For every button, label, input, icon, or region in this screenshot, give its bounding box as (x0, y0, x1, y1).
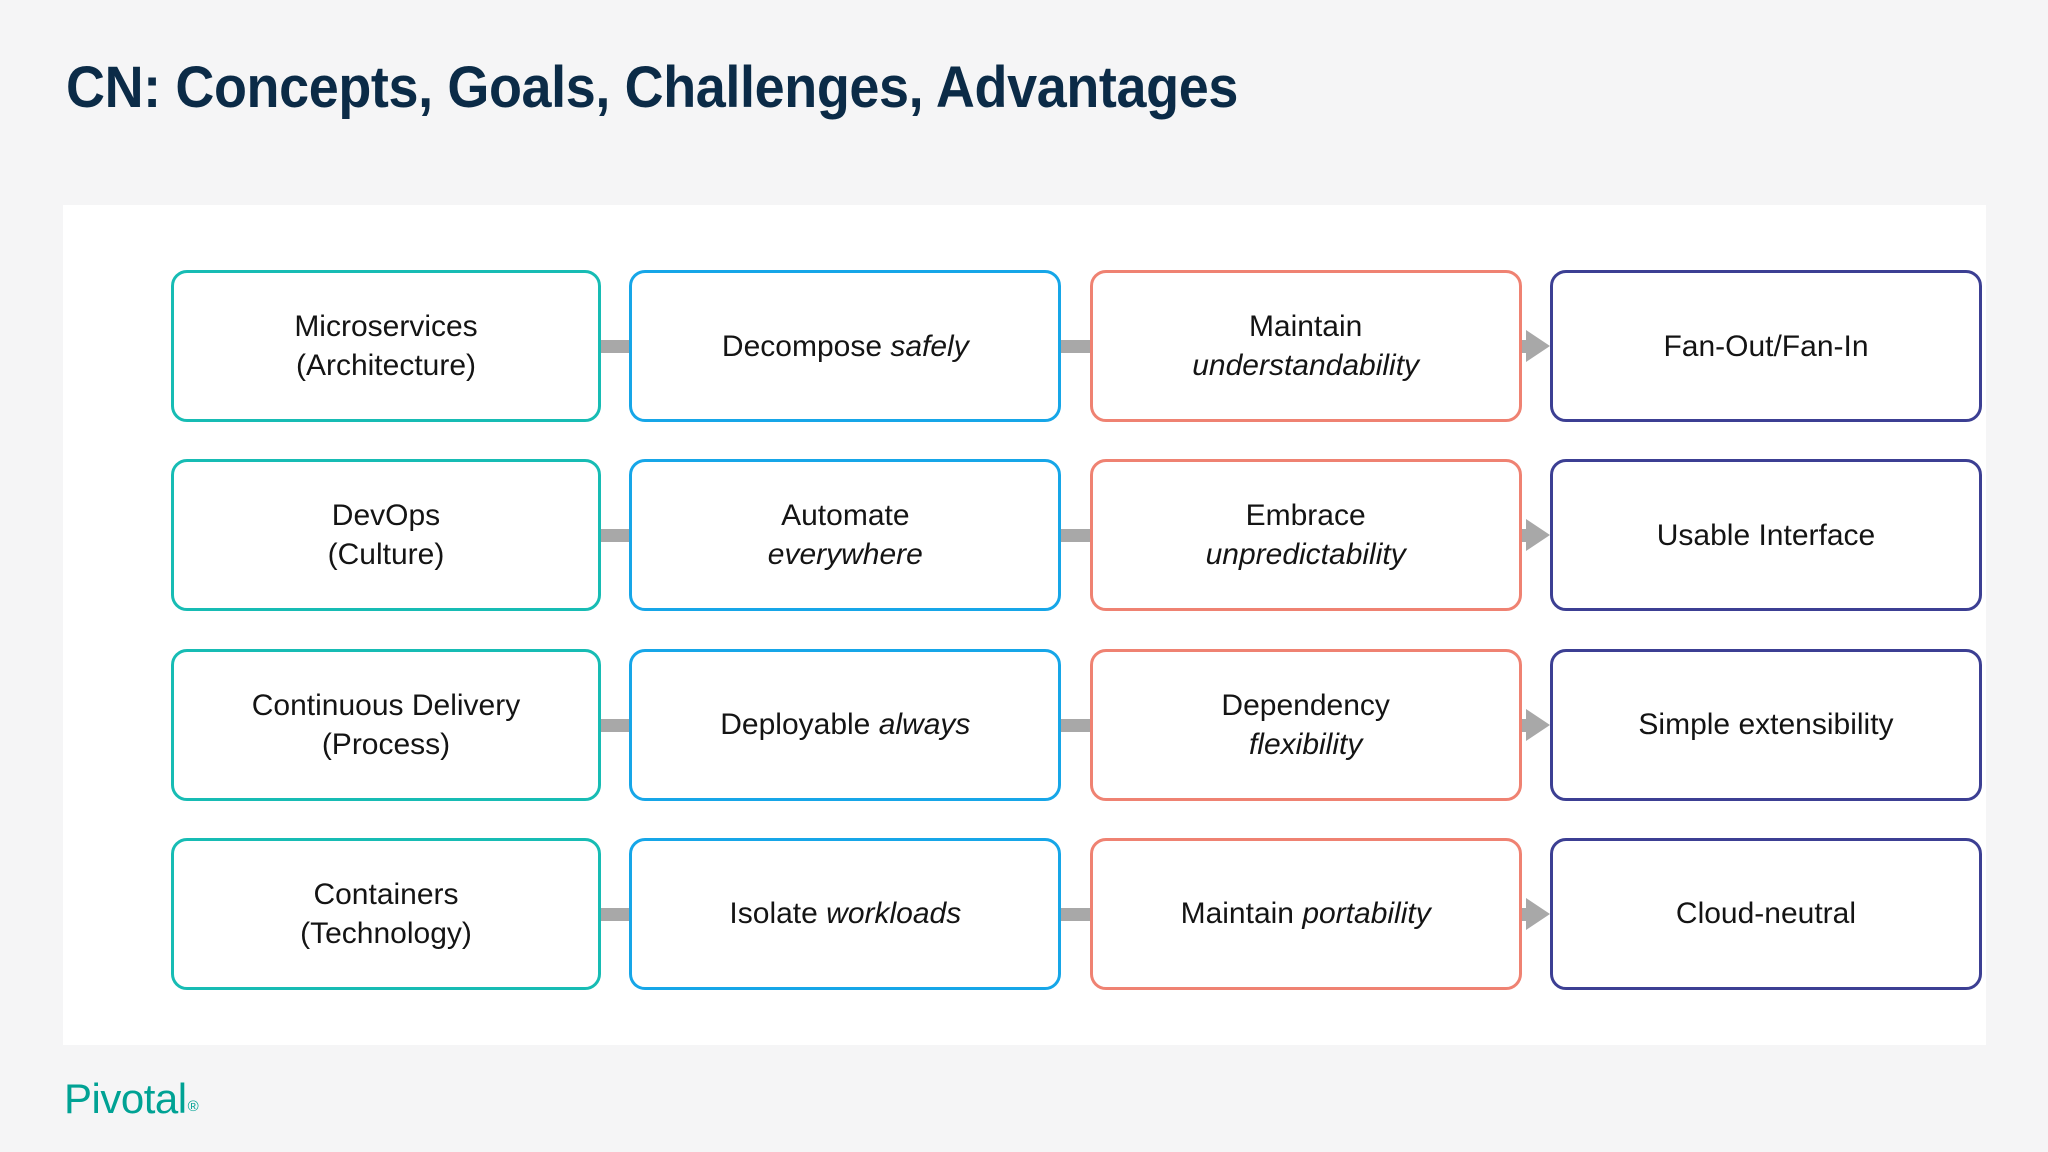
link (601, 459, 630, 611)
challenge-line-2: flexibility (1221, 725, 1389, 764)
goal-emphasis: everywhere (767, 538, 923, 572)
arrow-head-icon (1525, 519, 1550, 552)
leads-to-arrow (1521, 270, 1550, 422)
connector-bar (601, 718, 630, 732)
connector-bar (601, 340, 630, 353)
advantage-box-row1[interactable]: Fan-Out/Fan-In (1549, 270, 1982, 422)
goal-box-row4[interactable]: Isolate workloads (629, 837, 1062, 990)
concept-line-1: Containers (313, 877, 459, 911)
concept-line-1: DevOps (331, 499, 441, 533)
leads-to-arrow (1521, 649, 1550, 801)
challenge-line-1: Embrace (1245, 499, 1366, 533)
concept-line-2: (Process) (321, 727, 451, 761)
leads-to-arrow (1521, 459, 1550, 611)
challenge-emphasis: flexibility (1248, 727, 1363, 761)
goal-emphasis: workloads (826, 897, 962, 931)
connector-bar (601, 529, 630, 543)
advantage-box-row3[interactable]: Simple extensibility (1549, 648, 1982, 801)
goal-box-row1[interactable]: Decompose safely (629, 270, 1062, 422)
table-row: Continuous Delivery (Process) Deployable… (171, 648, 1982, 801)
link (1061, 649, 1090, 801)
link (601, 838, 630, 990)
connector-bar (1061, 529, 1090, 543)
challenge-box-row3[interactable]: Dependency flexibility (1089, 648, 1522, 801)
connector-bar (1521, 718, 1528, 732)
link (601, 270, 630, 422)
concept-box-row4[interactable]: Containers (Technology) (171, 837, 601, 990)
challenge-emphasis: unpredictability (1205, 538, 1406, 572)
diagram-card: Microservices (Architecture) Decompose s… (63, 205, 1986, 1045)
challenge-line-1: Maintain (1248, 310, 1363, 343)
goal-box-row3[interactable]: Deployable always (629, 648, 1062, 801)
leads-to-arrow (1521, 838, 1550, 990)
connector-bar (1521, 907, 1528, 921)
goal-box-row2[interactable]: Automate everywhere (629, 459, 1062, 612)
connector-bar (1061, 907, 1090, 921)
concept-line-2: (Technology) (300, 916, 472, 950)
arrow-head-icon (1525, 330, 1550, 362)
concept-line-1: Microservices (294, 310, 478, 343)
registered-trademark-icon: ® (187, 1098, 199, 1115)
challenge-box-row4[interactable]: Maintain portability (1089, 837, 1522, 990)
connector-bar (601, 907, 630, 921)
concept-box-row2[interactable]: DevOps (Culture) (171, 459, 601, 612)
goal-emphasis: always (878, 708, 971, 742)
table-row: Containers (Technology) Isolate workload… (171, 837, 1982, 990)
challenge-box-row1[interactable]: Maintain understandability (1089, 270, 1522, 422)
challenge-line-2: unpredictability (1206, 535, 1406, 574)
connector-bar (1521, 529, 1528, 543)
concept-box-row1[interactable]: Microservices (Architecture) (171, 270, 601, 422)
concept-line-2: (Architecture) (295, 349, 477, 382)
link (1061, 459, 1090, 611)
arrow-head-icon (1525, 897, 1550, 930)
goal-line-2: everywhere (768, 535, 923, 574)
advantage-box-row4[interactable]: Cloud-neutral (1549, 837, 1982, 990)
goal-line-1: Deployable always (720, 708, 971, 742)
challenge-line-1: Dependency (1221, 688, 1390, 722)
challenge-emphasis: understandability (1192, 349, 1420, 382)
connector-bar (1061, 718, 1090, 732)
link (601, 649, 630, 801)
connector-bar (1521, 340, 1528, 353)
advantage-box-row2[interactable]: Usable Interface (1549, 459, 1982, 612)
concept-box-row3[interactable]: Continuous Delivery (Process) (171, 648, 601, 801)
advantage-line-1: Simple extensibility (1638, 708, 1894, 742)
arrow-head-icon (1525, 708, 1550, 741)
challenge-emphasis: portability (1302, 897, 1431, 931)
concept-line-2: (Culture) (327, 538, 445, 572)
goal-line-1: Decompose safely (721, 329, 969, 363)
link (1061, 838, 1090, 990)
connector-bar (1061, 340, 1090, 353)
goal-emphasis: safely (890, 329, 969, 363)
page-title: CN: Concepts, Goals, Challenges, Advanta… (66, 55, 1238, 120)
challenge-line-2: understandability (1192, 346, 1419, 385)
goal-line-1: Isolate workloads (729, 897, 962, 931)
concept-matrix: Microservices (Architecture) Decompose s… (171, 270, 1982, 990)
challenge-line-1: Maintain portability (1180, 897, 1431, 931)
pivotal-logo: Pivotal® (64, 1075, 199, 1122)
advantage-line-1: Usable Interface (1656, 518, 1876, 552)
table-row: DevOps (Culture) Automate everywhere Emb… (171, 459, 1982, 612)
advantage-line-1: Fan-Out/Fan-In (1663, 329, 1869, 363)
advantage-line-1: Cloud-neutral (1675, 897, 1857, 931)
challenge-box-row2[interactable]: Embrace unpredictability (1089, 459, 1522, 612)
table-row: Microservices (Architecture) Decompose s… (171, 270, 1982, 422)
goal-line-1: Automate (781, 499, 910, 533)
pivotal-logo-text: Pivotal (64, 1075, 187, 1122)
concept-line-1: Continuous Delivery (251, 688, 521, 722)
link (1061, 270, 1090, 422)
